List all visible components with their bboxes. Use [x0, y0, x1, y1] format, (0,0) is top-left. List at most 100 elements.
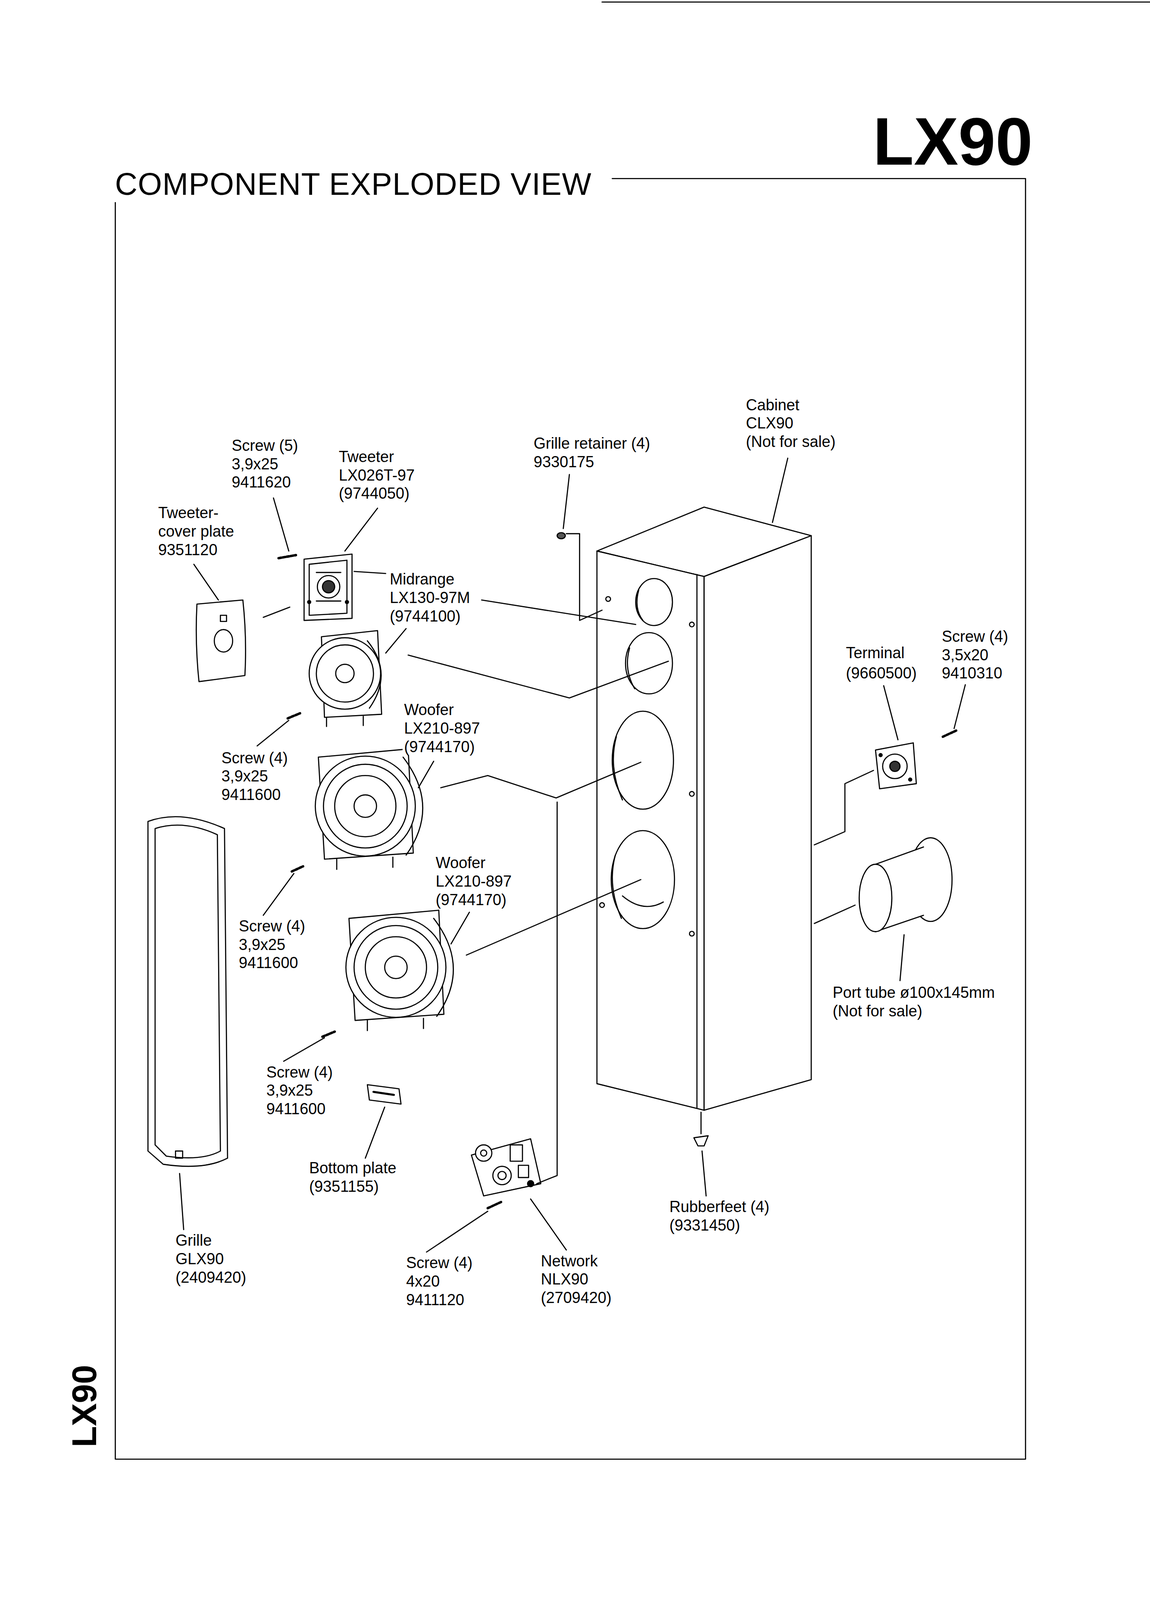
callout-label: cover plate: [156, 522, 236, 541]
woofer-driver: [346, 910, 454, 1031]
network-board: [497, 1171, 507, 1180]
network-board: [527, 1180, 534, 1187]
callout-label: (9351155): [307, 1177, 380, 1196]
network-board: [480, 1150, 487, 1157]
leader-line: [900, 934, 904, 981]
leader-line: [353, 571, 386, 574]
leader-line: [814, 770, 874, 845]
callout-label: LX026T-97: [337, 466, 416, 485]
callout-label: (9744050): [337, 484, 411, 503]
callout-label: 3,9x25: [237, 935, 287, 954]
leader-line: [536, 802, 557, 1184]
callout-label: Tweeter-: [156, 503, 220, 522]
callout-label: (9744100): [388, 607, 462, 625]
callout-label: NLX90: [539, 1270, 590, 1288]
cabinet: [635, 578, 673, 626]
cabinet: [611, 830, 675, 929]
screw: [278, 555, 296, 559]
woofer-driver: [336, 857, 393, 870]
cabinet: [622, 896, 664, 907]
tweeter: [345, 600, 349, 604]
woofer-driver: [315, 756, 416, 857]
bottom-plate: [367, 1084, 401, 1104]
tweeter-cover-plate: [196, 600, 246, 682]
callout-label: Screw (5): [230, 436, 300, 455]
port-tube: [859, 864, 892, 932]
callout-label: 3,9x25: [220, 767, 270, 785]
callout-label: (2409420): [174, 1268, 248, 1287]
leader-line: [385, 628, 407, 654]
cabinet: [703, 535, 812, 1111]
cabinet: [596, 550, 705, 1110]
cabinet: [625, 632, 673, 694]
tweeter-cover-plate: [214, 629, 233, 653]
leader-line: [530, 1199, 567, 1250]
leader-line: [953, 684, 966, 729]
grille-retainer: [557, 532, 566, 539]
woofer-driver: [334, 775, 396, 837]
cabinet: [613, 736, 623, 800]
callout-label: Bottom plate: [307, 1159, 398, 1177]
callout-label: 4x20: [404, 1272, 441, 1291]
midrange-driver: [326, 716, 364, 727]
cabinet: [605, 596, 611, 602]
callout-label: Woofer: [434, 853, 487, 872]
callout-label: LX130-97M: [388, 588, 472, 607]
callout-label: 3,9x25: [230, 455, 280, 473]
leader-line: [450, 912, 470, 944]
callout-label: Tweeter: [337, 447, 396, 466]
leader-line: [263, 873, 294, 916]
leader-line: [344, 508, 378, 551]
cabinet: [612, 855, 622, 919]
tweeter: [303, 553, 352, 621]
network-board: [471, 1138, 541, 1197]
woofer-driver: [367, 1018, 424, 1031]
diagram-title: COMPONENT EXPLODED VIEW: [113, 166, 594, 203]
leader-line: [440, 762, 641, 798]
screw: [942, 730, 957, 737]
cabinet: [599, 902, 605, 908]
grille: [155, 825, 221, 1158]
network-board: [471, 1138, 541, 1197]
tweeter: [316, 572, 341, 601]
screw: [291, 866, 304, 872]
tweeter: [322, 580, 335, 593]
tweeter: [317, 575, 340, 598]
grille: [175, 1150, 183, 1159]
cabinet: [696, 574, 698, 1109]
cabinet: [637, 589, 644, 621]
leader-line: [883, 685, 898, 740]
port-tube: [859, 837, 952, 932]
leader-line: [193, 564, 219, 600]
callout-label: Screw (4): [404, 1253, 474, 1272]
leader-line: [566, 533, 603, 621]
callout-label: Grille retainer (4): [532, 434, 652, 453]
callout-label: 9330175: [532, 453, 596, 471]
grille: [147, 816, 228, 1167]
woofer-driver: [323, 764, 407, 848]
callout-label: (2709420): [539, 1288, 613, 1307]
leader-line: [418, 761, 435, 788]
grille-retainer: [557, 532, 566, 539]
cabinet: [689, 791, 695, 797]
terminal: [908, 778, 912, 782]
leader-line: [563, 474, 570, 529]
tweeter-cover-plate: [220, 615, 227, 622]
leader-line: [179, 1173, 184, 1230]
network-board: [518, 1165, 529, 1178]
midrange-driver: [309, 637, 381, 710]
callout-label: (9660500): [844, 664, 919, 682]
tweeter: [303, 553, 352, 621]
callout-label: (9331450): [668, 1216, 742, 1235]
callout-label: 3,9x25: [265, 1081, 315, 1100]
tweeter-cover-plate: [196, 600, 246, 682]
cabinet: [596, 507, 812, 1111]
callout-label: LX210-897: [402, 719, 482, 738]
cabinet: [689, 931, 695, 937]
callout-label: (Not for sale): [744, 432, 838, 451]
screw: [287, 713, 300, 719]
leader-line: [283, 1037, 325, 1062]
leader-line: [257, 720, 289, 746]
rubber-foot: [693, 1135, 709, 1147]
